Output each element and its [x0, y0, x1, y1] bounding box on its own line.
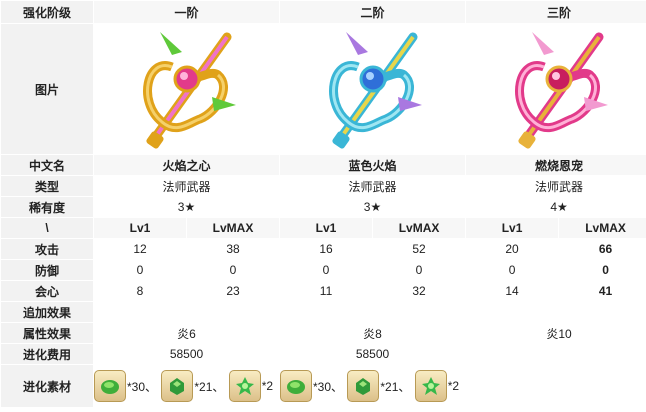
- material-count: *21、: [380, 379, 411, 394]
- label-atk: 攻击: [1, 239, 93, 259]
- tier3-def-max: 0: [559, 260, 646, 280]
- tier2-crit-lv1: 11: [280, 281, 373, 301]
- green-ore-icon: [356, 378, 371, 395]
- tier1-extra: [94, 302, 280, 322]
- label-rarity: 稀有度: [1, 197, 93, 217]
- tier1-crit-max: 23: [187, 281, 280, 301]
- tier3-lv1: Lv1: [466, 218, 559, 238]
- label-name: 中文名: [1, 155, 93, 175]
- label-extra: 追加效果: [1, 302, 93, 322]
- tier1-def-max: 0: [187, 260, 280, 280]
- green-crystal-icon: [421, 377, 440, 395]
- tier2-cost: 58500: [280, 344, 466, 364]
- label-crit: 会心: [1, 281, 93, 301]
- material-count: *2: [447, 379, 460, 393]
- tier3-atk-max: 66: [559, 239, 646, 259]
- material-item: *21、: [161, 370, 224, 402]
- material-count: *21、: [194, 379, 225, 394]
- tier3-crit-lv1: 14: [466, 281, 559, 301]
- green-crystal-icon: [235, 377, 254, 395]
- tier1-atk-lv1: 12: [94, 239, 186, 259]
- tier3-crit-max: 41: [559, 281, 646, 301]
- tier3-atk-lv1: 20: [466, 239, 559, 259]
- tier1-name: 火焰之心: [94, 155, 280, 175]
- material-count: *2: [261, 379, 274, 393]
- tier1-atk-max: 38: [187, 239, 280, 259]
- label-def: 防御: [1, 260, 93, 280]
- tier3-lvmax: LvMAX: [559, 218, 646, 238]
- label-level: 强化阶级: [1, 1, 93, 23]
- tier3-extra: [466, 302, 646, 322]
- material-count: *30、: [313, 379, 344, 394]
- tier2-name: 蓝色火焰: [280, 155, 466, 175]
- tier2-type: 法师武器: [280, 176, 466, 196]
- label-type: 类型: [1, 176, 93, 196]
- tier1-type: 法师武器: [94, 176, 280, 196]
- material-item: *2: [228, 370, 274, 402]
- label-slash: \: [1, 218, 93, 238]
- material-item: *21、: [347, 370, 410, 402]
- weapon-bow-icon: [142, 31, 236, 149]
- tier1-crit-lv1: 8: [94, 281, 186, 301]
- label-attr: 属性效果: [1, 323, 93, 343]
- tier2-title: 二阶: [280, 1, 466, 23]
- tier2-rarity: 3★: [280, 197, 466, 217]
- tier2-atk-max: 52: [373, 239, 466, 259]
- tier1-cost: 58500: [94, 344, 280, 364]
- tier1-def-lv1: 0: [94, 260, 186, 280]
- label-image: 图片: [1, 24, 93, 154]
- tier2-attr: 炎8: [280, 323, 466, 343]
- tier1-title: 一阶: [94, 1, 280, 23]
- tier3-attr: 炎10: [466, 323, 646, 343]
- weapon-bow-icon: [328, 31, 422, 149]
- tier2-crit-max: 32: [373, 281, 466, 301]
- tier2-def-lv1: 0: [280, 260, 373, 280]
- tier2-atk-lv1: 16: [280, 239, 373, 259]
- label-material: 进化素材: [1, 365, 93, 407]
- tier2-lv1: Lv1: [280, 218, 373, 238]
- tier1-rarity: 3★: [94, 197, 280, 217]
- tier3-cost: [466, 344, 646, 364]
- tier2-materials: *30、 *21、 *2: [280, 365, 466, 407]
- tier2-extra: [280, 302, 466, 322]
- tier2-image: [280, 24, 466, 154]
- tier1-lv1: Lv1: [94, 218, 186, 238]
- tier1-lvmax: LvMAX: [187, 218, 280, 238]
- tier3-materials: [466, 365, 646, 407]
- tier1-image: [94, 24, 280, 154]
- material-item: *30、: [280, 370, 343, 402]
- tier1-materials: *30、 *21、 *2: [94, 365, 280, 407]
- tier3-rarity: 4★: [466, 197, 646, 217]
- green-ore-icon: [170, 378, 185, 395]
- green-gem-icon: [287, 380, 306, 394]
- green-gem-icon: [101, 380, 119, 394]
- tier2-def-max: 0: [373, 260, 466, 280]
- tier2-lvmax: LvMAX: [373, 218, 466, 238]
- label-cost: 进化费用: [1, 344, 93, 364]
- tier1-attr: 炎6: [94, 323, 280, 343]
- tier3-title: 三阶: [466, 1, 646, 23]
- tier3-type: 法师武器: [466, 176, 646, 196]
- tier3-image: [466, 24, 646, 154]
- weapon-bow-icon: [515, 31, 609, 149]
- material-count: *30、: [127, 379, 158, 394]
- material-item: *2: [414, 370, 460, 402]
- tier3-def-lv1: 0: [466, 260, 559, 280]
- tier3-name: 燃烧恩宠: [466, 155, 646, 175]
- material-item: *30、: [94, 370, 157, 402]
